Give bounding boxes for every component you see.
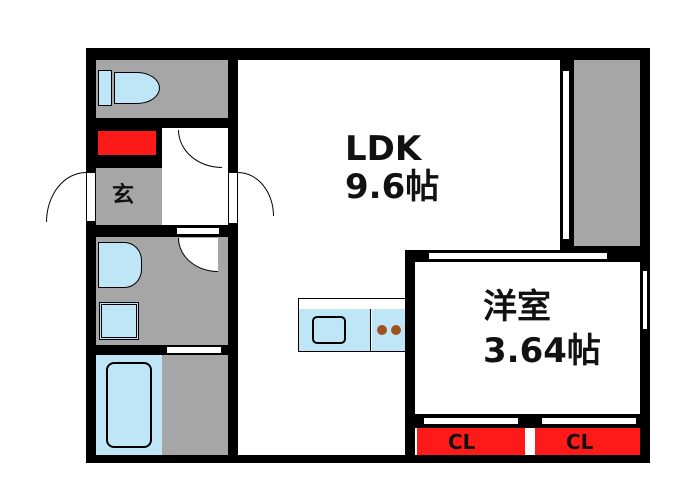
balcony <box>574 60 640 246</box>
burner-icon <box>391 325 401 335</box>
wall <box>96 345 228 355</box>
ldk-label: LDK <box>345 129 422 169</box>
entrance-label: 玄 <box>112 183 135 208</box>
ldk-size: 9.6帖 <box>345 167 440 207</box>
washbasin-icon <box>98 242 142 288</box>
outer-wall-left <box>86 48 96 462</box>
toilet-tank <box>98 70 112 106</box>
closet-1 <box>417 428 525 455</box>
wall <box>405 250 415 462</box>
closet-2-label: CL <box>566 430 594 454</box>
closet-door[interactable] <box>423 417 519 425</box>
closet-2 <box>535 428 640 455</box>
outer-wall-top <box>86 48 572 60</box>
wall <box>640 250 650 462</box>
wall <box>96 118 228 128</box>
bathroom-floor <box>162 355 228 455</box>
room-window <box>642 270 648 330</box>
burner-icon <box>377 325 387 335</box>
closet-door[interactable] <box>541 417 637 425</box>
door-swing-icon <box>46 172 86 222</box>
door-swing-icon <box>178 130 222 168</box>
washing-machine-icon <box>99 302 139 340</box>
shoe-cabinet <box>98 131 156 155</box>
toilet-bowl-icon <box>114 72 160 104</box>
ldk-door[interactable] <box>228 172 238 224</box>
ldk-window <box>562 70 570 240</box>
door-swing-icon <box>238 172 274 216</box>
western-room-size: 3.64帖 <box>483 331 601 371</box>
entrance-door[interactable] <box>86 172 96 222</box>
bath-door[interactable] <box>166 346 222 354</box>
wall <box>228 60 238 462</box>
bathtub-icon <box>106 362 152 448</box>
washroom-door[interactable] <box>176 227 220 235</box>
sink-icon <box>312 316 346 344</box>
entrance <box>96 168 162 225</box>
closet-1-label: CL <box>448 430 476 454</box>
room-sliding-door[interactable] <box>428 252 608 260</box>
outer-wall-bottom <box>86 455 650 463</box>
western-room-label: 洋室 <box>483 287 551 327</box>
